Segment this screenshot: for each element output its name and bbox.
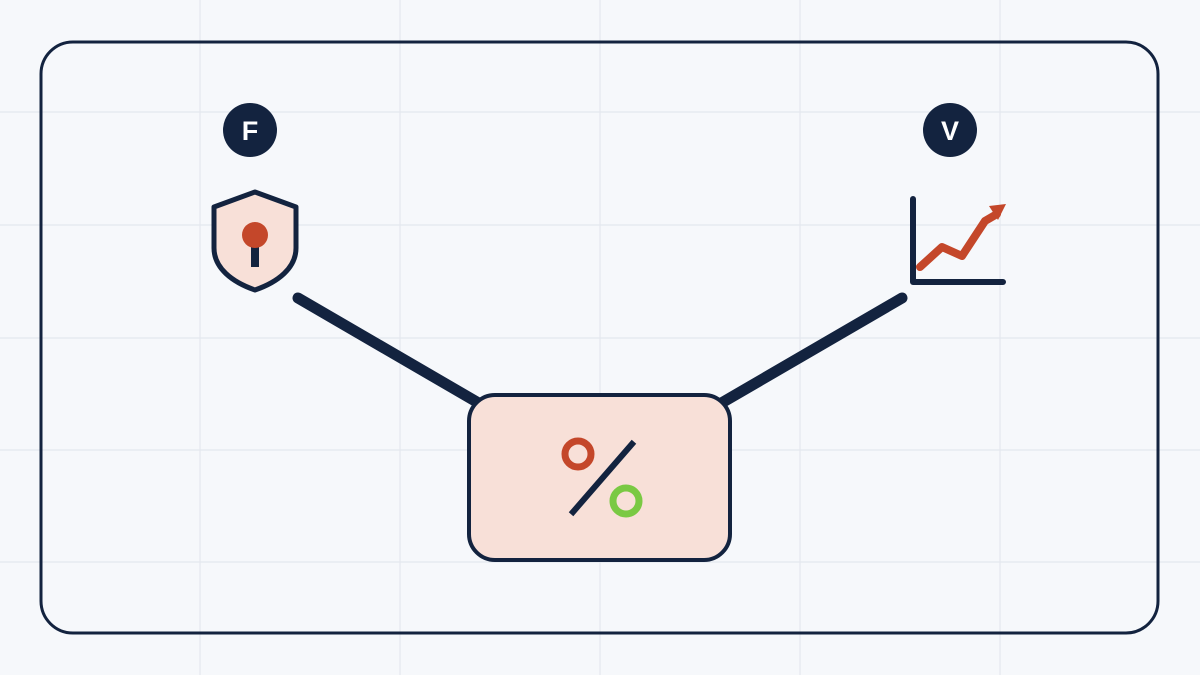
connector-left-to-center	[292, 292, 488, 411]
badge-v-label: V	[941, 116, 959, 146]
percent-icon	[561, 437, 643, 518]
badge-f-label: F	[242, 116, 259, 146]
badge-v: V	[923, 103, 977, 157]
trend-chart-icon	[910, 196, 1006, 285]
shield-keyhole-icon	[211, 189, 299, 293]
connector-right-to-center	[712, 292, 908, 411]
diagram-frame	[39, 40, 1160, 635]
badge-f: F	[223, 103, 277, 157]
